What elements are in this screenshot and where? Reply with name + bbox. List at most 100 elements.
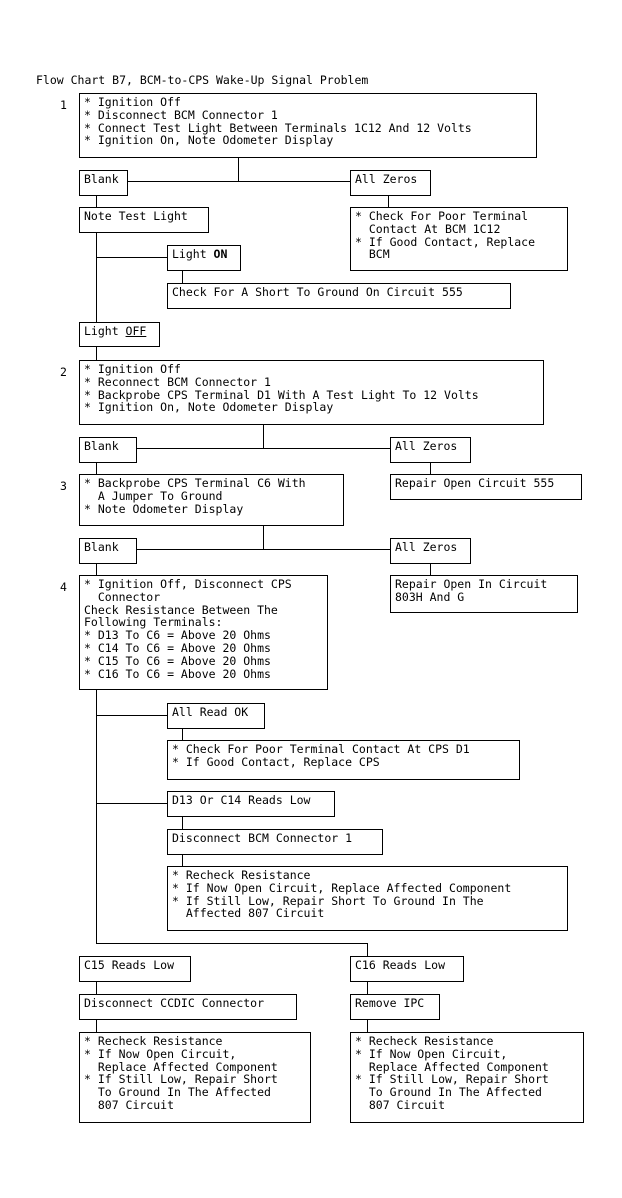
recheck3-line: Replace Affected Component	[355, 1059, 549, 1074]
step-1-box: * Ignition Off* Disconnect BCM Connector…	[79, 93, 537, 158]
connector-line	[96, 981, 97, 994]
recheck3-line: * Recheck Resistance	[355, 1034, 494, 1048]
connector-line	[367, 943, 368, 956]
recheck3-line: * If Now Open Circuit,	[355, 1046, 508, 1061]
connector-line	[182, 728, 183, 741]
connector-line	[96, 803, 167, 804]
b4-line: * D13 To C6 = Above 20 Ohms	[84, 628, 271, 643]
disconnect-bcm-box: Disconnect BCM Connector 1	[167, 829, 383, 855]
recheck3-line: 807 Circuit	[355, 1097, 446, 1112]
recheck-resistance-box-3: * Recheck Resistance* If Now Open Circui…	[350, 1032, 584, 1123]
light-off-prefix: Light	[84, 324, 126, 338]
b4-line: Following Terminals:	[84, 615, 223, 630]
b2-line: * Ignition On, Note Odometer Display	[84, 400, 334, 415]
recheck2-line: * Recheck Resistance	[84, 1034, 223, 1048]
recheck3-line: * If Still Low, Repair Short	[355, 1072, 549, 1087]
step-number-4: 4	[60, 580, 67, 594]
recheck2-line: * If Now Open Circuit,	[84, 1046, 237, 1061]
connector-line	[238, 157, 239, 182]
light-on-box: Light ON	[167, 245, 241, 271]
recheck1-line: * If Still Low, Repair Short To Ground I…	[172, 893, 484, 908]
b3-line: * Backprobe CPS Terminal C6 With	[84, 476, 306, 490]
b4-line: * C16 To C6 = Above 20 Ohms	[84, 666, 271, 681]
connector-line	[96, 563, 97, 575]
b4-line: Connector	[84, 589, 161, 604]
ok-action-line: * Check For Poor Terminal Contact At CPS…	[172, 742, 470, 756]
connector-line	[182, 270, 183, 284]
connector-line	[127, 181, 351, 182]
note-test-light-box: Note Test Light	[79, 207, 209, 233]
connector-line	[182, 816, 183, 829]
chart-title: Flow Chart B7, BCM-to-CPS Wake-Up Signal…	[36, 73, 369, 87]
ok-action-line: * If Good Contact, Replace CPS	[172, 754, 380, 769]
all-read-ok-box: All Read OK	[167, 703, 265, 729]
b4-line: * C15 To C6 = Above 20 Ohms	[84, 653, 271, 668]
recheck1-line: Affected 807 Circuit	[172, 906, 325, 921]
blank-result-2: Blank	[79, 437, 137, 463]
all-zeros-result-3: All Zeros	[390, 538, 471, 564]
b4-line: * C14 To C6 = Above 20 Ohms	[84, 640, 271, 655]
recheck2-line: Replace Affected Component	[84, 1059, 278, 1074]
light-on-prefix: Light	[172, 247, 214, 261]
recheck2-line: * If Still Low, Repair Short	[84, 1072, 278, 1087]
b2-line: * Backprobe CPS Terminal D1 With A Test …	[84, 387, 479, 402]
open803-line: 803H And G	[395, 589, 465, 604]
c15-low-box: C15 Reads Low	[79, 956, 191, 982]
connector-line	[96, 462, 97, 474]
connector-line	[96, 1019, 97, 1032]
zeros1-action-line: BCM	[355, 247, 390, 262]
short-555-box: Check For A Short To Ground On Circuit 5…	[167, 283, 511, 309]
c16-low-box: C16 Reads Low	[350, 956, 464, 982]
connector-line	[96, 232, 97, 323]
recheck-resistance-box-1: * Recheck Resistance* If Now Open Circui…	[167, 866, 568, 931]
repair-open-555-box: Repair Open Circuit 555	[390, 474, 582, 500]
connector-line	[136, 448, 391, 449]
recheck2-line: 807 Circuit	[84, 1097, 175, 1112]
poor-contact-bcm-box: * Check For Poor Terminal Contact At BCM…	[350, 207, 568, 271]
all-zeros-result-2: All Zeros	[390, 437, 471, 463]
step-number-1: 1	[60, 98, 67, 112]
connector-line	[430, 462, 431, 474]
light-on-word: ON	[213, 247, 228, 261]
recheck-resistance-box-2: * Recheck Resistance* If Now Open Circui…	[79, 1032, 311, 1123]
all-zeros-result-1: All Zeros	[350, 170, 431, 196]
open803-line: Repair Open In Circuit	[395, 577, 548, 591]
step-number-3: 3	[60, 479, 67, 493]
connector-line	[96, 689, 97, 944]
b1-line: * Ignition On, Note Odometer Display	[84, 133, 334, 148]
b4-line: Check Resistance Between The	[84, 602, 278, 617]
blank-result-1: Blank	[79, 170, 128, 196]
zeros1-action-line: Contact At BCM 1C12	[355, 221, 501, 236]
connector-line	[388, 195, 389, 208]
blank-result-3: Blank	[79, 538, 137, 564]
b3-line: A Jumper To Ground	[84, 488, 223, 503]
recheck3-line: To Ground In The Affected	[355, 1085, 542, 1100]
d13-c14-low-box: D13 Or C14 Reads Low	[167, 791, 335, 817]
connector-line	[430, 563, 431, 575]
b2-line: * Reconnect BCM Connector 1	[84, 374, 271, 389]
connector-line	[136, 549, 391, 550]
recheck2-line: To Ground In The Affected	[84, 1085, 271, 1100]
connector-line	[96, 943, 368, 944]
connector-line	[182, 854, 183, 867]
step-3-box: * Backprobe CPS Terminal C6 With A Jumpe…	[79, 474, 344, 526]
b4-line: * Ignition Off, Disconnect CPS	[84, 577, 292, 591]
connector-line	[96, 346, 97, 360]
connector-line	[367, 1019, 368, 1032]
connector-line	[96, 715, 167, 716]
light-off-box: Light OFF	[79, 322, 160, 347]
step-number-2: 2	[60, 365, 67, 379]
recheck1-line: * Recheck Resistance	[172, 868, 311, 882]
disconnect-ccdic-box: Disconnect CCDIC Connector	[79, 994, 297, 1020]
connector-line	[96, 195, 97, 208]
b1-line: * Disconnect BCM Connector 1	[84, 107, 278, 122]
remove-ipc-box: Remove IPC	[350, 994, 440, 1020]
connector-line	[96, 257, 167, 258]
poor-contact-cps-box: * Check For Poor Terminal Contact At CPS…	[167, 740, 520, 780]
connector-line	[263, 525, 264, 550]
light-off-word: OFF	[125, 324, 147, 338]
step-4-box: * Ignition Off, Disconnect CPS Connector…	[79, 575, 328, 690]
zeros1-action-line: * If Good Contact, Replace	[355, 234, 536, 249]
